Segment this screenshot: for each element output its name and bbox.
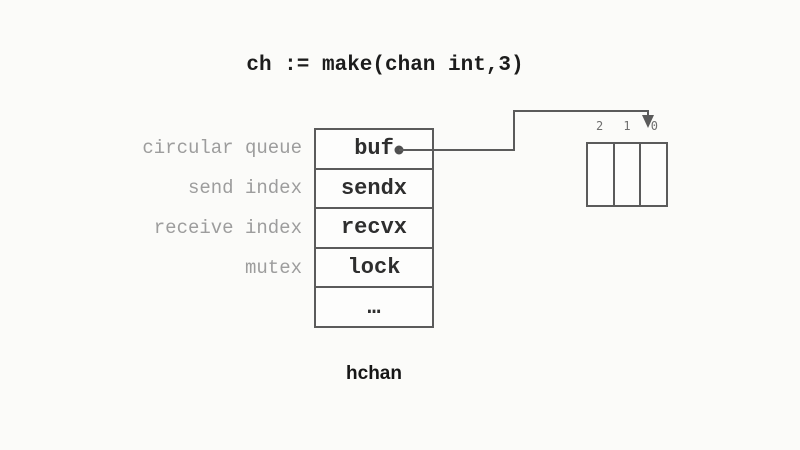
struct-caption: hchan — [346, 363, 402, 384]
struct-row-sendx: sendx — [316, 167, 432, 208]
struct-row-ellipsis: … — [316, 286, 432, 326]
field-label-receive-index: receive index — [153, 217, 302, 239]
struct-row-recvx: recvx — [316, 207, 432, 247]
buffer-cell-1 — [612, 144, 640, 205]
code-title: ch := make(chan int,3) — [246, 54, 524, 77]
slot-index-1: 1 — [623, 119, 631, 133]
slot-index-2: 2 — [596, 119, 604, 133]
field-label-circular-queue: circular queue — [142, 137, 302, 159]
buffer-slot-indices: 2 1 0 — [586, 119, 668, 133]
buffer-cell-2 — [588, 144, 613, 205]
struct-row-lock: lock — [316, 246, 432, 287]
slot-index-0: 0 — [650, 119, 658, 133]
circular-buffer-box — [586, 142, 668, 207]
hchan-struct-box: buf sendx recvx lock … — [314, 128, 434, 328]
field-label-mutex: mutex — [244, 257, 302, 279]
buffer-cell-0 — [639, 144, 666, 205]
field-label-send-index: send index — [187, 177, 302, 199]
struct-row-buf: buf — [354, 136, 394, 162]
